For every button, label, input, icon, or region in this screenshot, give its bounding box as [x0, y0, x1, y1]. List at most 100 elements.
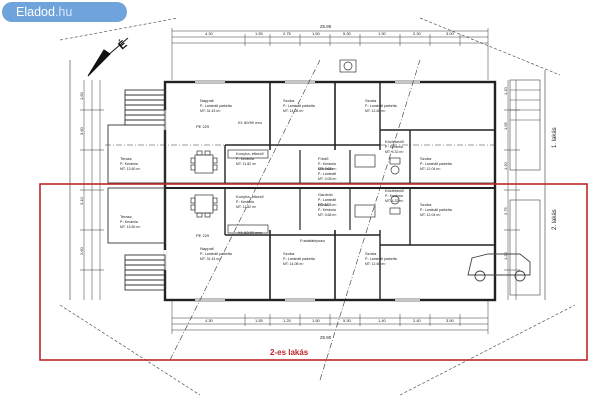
room-floor: P.: Laminált parketta [283, 104, 315, 108]
room-name: Fürdő [318, 156, 329, 161]
dim-label-top: 2.30 [413, 31, 422, 36]
dining-furniture [190, 150, 218, 218]
room-area: MT: 12.04 m² [420, 213, 441, 217]
room-area: MT: 11.82 m² [236, 205, 257, 209]
room-area: MT: 3.08 m² [318, 203, 337, 207]
note-wall-top: Kf: 60/90 mm [238, 120, 262, 125]
watermark-badge: Eladod.hu [2, 2, 127, 22]
dim-label-top: 4.30 [205, 31, 214, 36]
dim-label-left: 3.60 [79, 126, 84, 135]
room-floor: P.: Laminált parketta [283, 257, 315, 261]
room-floor: P.: Kerámia [236, 157, 254, 161]
room-name: Gardrób [318, 192, 333, 197]
room-area: MT: 12.04 m² [420, 167, 441, 171]
room-name: Terasz [120, 214, 132, 219]
room-name: Közlekedő [385, 139, 404, 144]
dim-label-right: 1.20 [503, 251, 508, 260]
dim-label-bottom: 4.30 [205, 318, 214, 323]
dim-label-top: 5.30 [343, 31, 352, 36]
room-name: Konyha, étkező [236, 151, 264, 156]
room-floor: P.: Kerámia [385, 194, 403, 198]
compass-label: É [116, 38, 130, 53]
room-floor: P.: Kerámia [120, 162, 138, 166]
dim-label-right: 1.65 [503, 121, 508, 130]
room-floor: P.: Kerámia [120, 220, 138, 224]
kitchen-counters [227, 149, 269, 234]
room-floor: P.: Kerámia [236, 200, 254, 204]
dim-label-right: 2.75 [503, 206, 508, 215]
dim-label-bottom: 1.50 [312, 318, 321, 323]
room-area: MT: 3.68 m² [318, 167, 337, 171]
terraces [107, 89, 166, 291]
room-name: Szoba [283, 251, 295, 256]
dim-labels-right: 1.201.651.202.751.20 [503, 86, 508, 260]
dimension-lines-bottom [171, 300, 489, 334]
section-lines [105, 59, 495, 381]
dim-label-right: 1.20 [503, 161, 508, 170]
room-name: Fürdő [318, 202, 329, 207]
note-pe-bottom: PE 229 [196, 233, 210, 238]
note-wall-bottom: Kf: 60/90 mm [238, 230, 262, 235]
dim-labels-left: 1.60 3.60 3.10 2.60 [79, 91, 84, 255]
side-ramps [509, 79, 541, 296]
note-wardrobe: Fustafalépcso [300, 238, 326, 243]
room-floor: P.: Laminált parketta [365, 104, 397, 108]
room-area: MT: 31.43 m² [200, 257, 221, 261]
room-name: Gardrób [318, 166, 333, 171]
dim-label-bottom: 1.25 [283, 318, 292, 323]
room-area: MT: 13.60 m² [120, 225, 141, 229]
room-floor: P.: Laminált [318, 172, 336, 176]
bathroom-fixtures [339, 59, 401, 218]
dim-label-left: 1.60 [79, 91, 84, 100]
north-arrow [87, 37, 129, 77]
watermark-tld: .hu [54, 5, 73, 19]
side-label-unit-2: 2. lakás [552, 209, 558, 230]
room-area: MT: 3.08 m² [318, 177, 337, 181]
dim-label-top: 1.55 [255, 31, 264, 36]
room-area: MT: 4.32 m² [385, 199, 404, 203]
room-area: MT: 13.60 m² [120, 167, 141, 171]
car-symbol [467, 253, 531, 282]
room-floor: P.: Kerámia [318, 162, 336, 166]
room-name: Konyha, étkező [236, 194, 264, 199]
dim-label-bottom: 1.40 [378, 318, 387, 323]
room-area: MT: 12.60 m² [365, 109, 386, 113]
room-floor: P.: Laminált parketta [420, 162, 452, 166]
room-name: Közlekedő [385, 188, 404, 193]
room-name: Szoba [283, 98, 295, 103]
room-floor: P.: Laminált parketta [200, 104, 232, 108]
window-openings [163, 80, 420, 302]
room-floor: P.: Laminált parketta [200, 252, 232, 256]
room-name: Szoba [365, 251, 377, 256]
building-walls [163, 80, 497, 302]
room-area: MT: 14.08 m² [283, 262, 304, 266]
room-name: Szoba [365, 98, 377, 103]
dim-label-top: 1.50 [312, 31, 321, 36]
dim-total-bottom: 25.90 [320, 335, 332, 340]
dim-label-bottom: 3.50 [446, 318, 455, 323]
highlight-label: 2-es lakás [270, 348, 309, 357]
watermark-brand: Eladod [16, 5, 55, 19]
room-area: MT: 14.08 m² [283, 109, 304, 113]
room-name: Nappali [200, 98, 214, 103]
room-name: Nappali [200, 246, 214, 251]
dim-label-top: 3.00 [446, 31, 455, 36]
room-floor: P.: Laminált parketta [365, 257, 397, 261]
side-label-unit-1: 1. lakás [552, 127, 558, 148]
room-name: Terasz [120, 156, 132, 161]
dim-label-left: 2.60 [79, 246, 84, 255]
dim-label-left: 3.10 [79, 196, 84, 205]
room-area: MT: 3.68 m² [318, 213, 337, 217]
dimension-lines-sides [80, 80, 520, 300]
room-floor: P.: Kerámia [318, 208, 336, 212]
room-floor: P.: Kerámia [385, 145, 403, 149]
room-area: MT: 4.32 m² [385, 150, 404, 154]
room-area: MT: 12.60 m² [365, 262, 386, 266]
room-area: MT: 31.43 m² [200, 109, 221, 113]
site-boundary [59, 17, 576, 396]
dim-label-top: 2.75 [283, 31, 292, 36]
room-floor: P.: Laminált parketta [420, 208, 452, 212]
